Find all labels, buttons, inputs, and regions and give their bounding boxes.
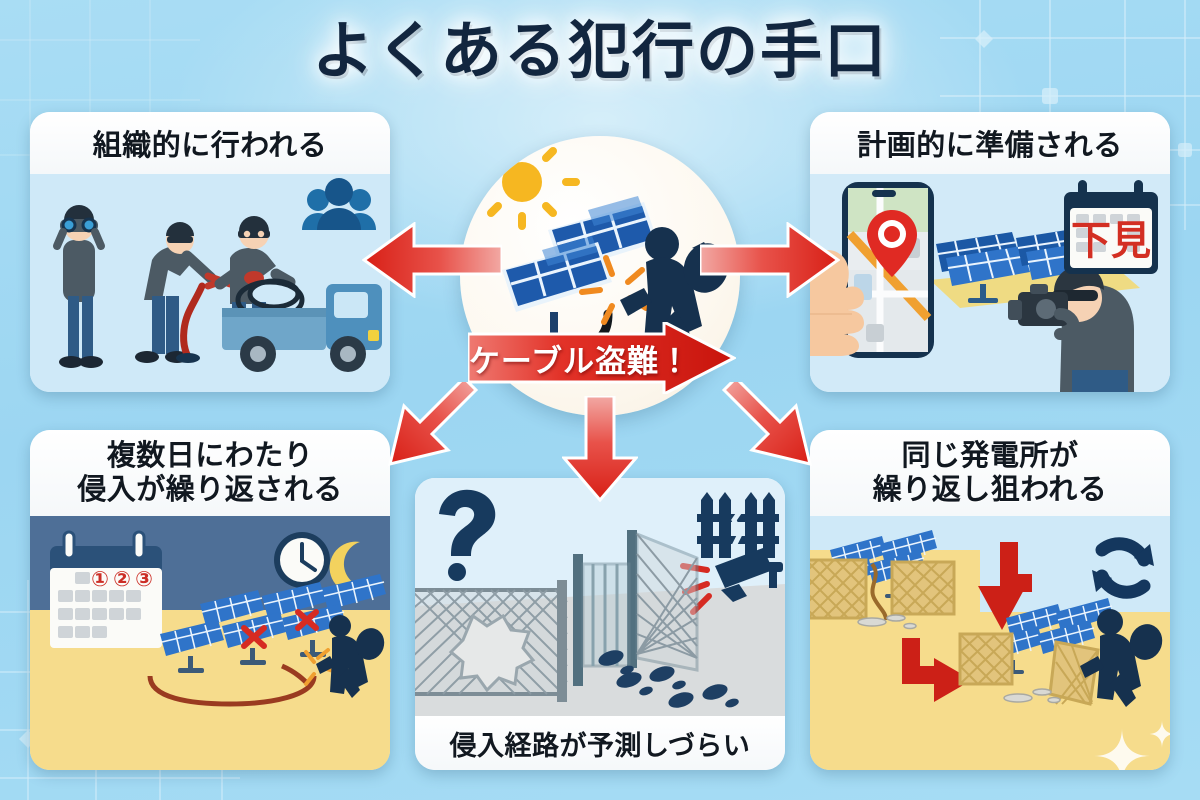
panel-repeat-target-heading-line1: 同じ発電所が [901, 439, 1079, 472]
red-curved-arrow-icon [978, 542, 1032, 630]
alert-lines-icon [680, 563, 712, 615]
calendar-icon: ① ② ③ [50, 530, 162, 648]
calendar-mark-2: ② [113, 568, 131, 591]
calendar-mark-3: ③ [135, 568, 153, 591]
thief-icon [316, 615, 385, 698]
crescent-moon-icon [329, 541, 374, 594]
page-title: よくある犯行の手口 [311, 17, 888, 86]
calendar-icon: 下見 [1064, 180, 1158, 274]
red-x-mark-icon [241, 609, 319, 649]
calendar-mark-1: ① [91, 568, 109, 591]
panel-multi-day[interactable]: 複数日にわたり 侵入が繰り返される [30, 430, 390, 770]
panel-repeat-target[interactable]: 同じ発電所が 繰り返し狙われる [810, 430, 1170, 770]
thief-with-sack-icon [1080, 609, 1163, 707]
red-curved-arrow-icon-2 [902, 638, 972, 702]
panel-planned[interactable]: 計画的に準備される [810, 112, 1170, 392]
spark-icon [304, 648, 338, 686]
photographer-icon [1008, 266, 1134, 392]
solar-panel-icon [936, 226, 1110, 303]
panel-repeat-target-illustration [810, 516, 1170, 770]
damaged-fence-icon [810, 558, 956, 620]
panel-organized[interactable]: 組織的に行われる [30, 112, 390, 392]
map-pin-icon [867, 210, 917, 277]
panel-multi-day-heading-line1: 複数日にわたり [106, 439, 314, 472]
center-badge[interactable]: ケーブル盗難！ [468, 322, 736, 394]
damaged-fence-icon-2 [958, 632, 1100, 706]
spark-icon [579, 255, 649, 325]
broken-fence-icon [697, 491, 779, 559]
cut-chain-link-fence-icon [415, 580, 568, 702]
question-mark-icon [439, 489, 496, 581]
hand-holding-smartphone-icon [810, 182, 934, 358]
panel-planned-illustration: 下見 [810, 174, 1170, 392]
calendar-label: 下見 [1071, 219, 1151, 263]
sun-icon [474, 136, 580, 230]
repeat-cycle-arrowheads [1092, 544, 1154, 592]
panel-organized-heading: 組織的に行われる [30, 112, 390, 174]
blue-truck-icon [222, 284, 382, 372]
panel-multi-day-heading-line2: 侵入が繰り返される [77, 474, 343, 506]
solar-panel-array-icon [160, 574, 386, 673]
clock-icon [274, 532, 330, 588]
panel-multi-day-illustration: ① ② ③ [30, 516, 390, 770]
panel-planned-heading: 計画的に準備される [810, 112, 1170, 174]
panel-repeat-target-heading-line2: 繰り返し狙われる [872, 474, 1108, 506]
panel-organized-illustration [30, 174, 390, 392]
center-badge-label: ケーブル盗難！ [468, 343, 692, 379]
lookout-with-binoculars-icon [53, 205, 105, 368]
open-gate-icon [573, 530, 699, 686]
solar-panel-icon [502, 196, 658, 342]
security-camera-icon [680, 548, 783, 615]
group-of-people-icon [302, 178, 376, 230]
masked-thief-cutting-cable-icon [135, 222, 244, 363]
footprints-icon [598, 650, 739, 708]
sparkle-icon [1094, 720, 1170, 770]
panel-multi-day-heading: 複数日にわたり 侵入が繰り返される [30, 430, 390, 516]
panel-unpredictable-route-illustration [415, 478, 785, 716]
panel-unpredictable-route[interactable]: 侵入経路が予測しづらい [415, 478, 785, 770]
panel-repeat-target-heading: 同じ発電所が 繰り返し狙われる [810, 430, 1170, 516]
panel-unpredictable-route-heading: 侵入経路が予測しづらい [415, 716, 785, 770]
